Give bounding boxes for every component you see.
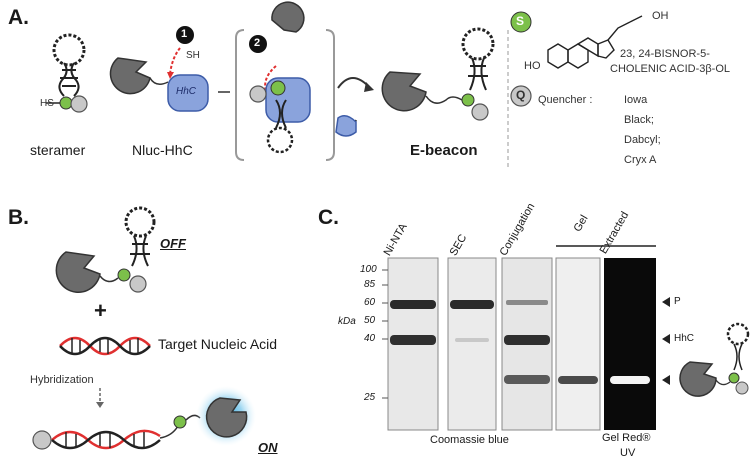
e-beacon-icon	[381, 27, 495, 121]
panel-a-label: A.	[8, 6, 29, 29]
steramer-label: steramer	[30, 142, 86, 158]
off-label: OFF	[160, 236, 186, 251]
legend-s-text: S	[516, 14, 525, 28]
steroid-structure-icon	[547, 15, 643, 69]
ladder-50: 50	[364, 315, 376, 326]
product-icon	[679, 322, 750, 397]
ladder-85: 85	[364, 279, 376, 290]
ladder-ticks	[382, 269, 388, 399]
quencher-item-0: Iowa	[624, 94, 648, 106]
on-state-icon	[32, 386, 256, 450]
quencher-item-2: Dabcyl;	[624, 134, 661, 146]
kda-unit: kDa	[338, 316, 356, 327]
panel-b-label: B.	[8, 206, 29, 229]
marker-p: P	[674, 296, 681, 307]
oh-label: OH	[652, 10, 669, 22]
coomassie-label: Coomassie blue	[430, 434, 509, 446]
off-state-icon	[55, 206, 156, 293]
plus-sign: +	[94, 298, 107, 323]
hybridization-arrow	[96, 388, 104, 408]
ladder-100: 100	[360, 264, 377, 275]
quencher-item-1: Black;	[624, 114, 654, 126]
quencher-label: Quencher :	[538, 94, 593, 106]
reaction-arrow	[335, 77, 374, 137]
band-marker-arrows	[662, 297, 670, 385]
on-label: ON	[258, 440, 278, 455]
ladder-60: 60	[364, 297, 376, 308]
sh-label: SH	[186, 50, 200, 61]
step-2-badge: 2	[254, 37, 261, 49]
e-beacon-label: E-beacon	[410, 142, 478, 159]
ladder-40: 40	[364, 333, 376, 344]
hybridization-label: Hybridization	[30, 374, 94, 386]
hhc-label: HhC	[176, 86, 197, 97]
legend-q-text: Q	[516, 88, 526, 102]
nluc-hhc-label: Nluc-HhC	[132, 142, 193, 158]
gel-bands	[390, 300, 650, 384]
quencher-item-3: Cryx A	[624, 154, 657, 166]
step-1-badge: 1	[181, 28, 188, 40]
ho-label: HO	[524, 60, 541, 72]
target-nucleic-acid-icon	[59, 336, 151, 356]
target-nucleic-acid-label: Target Nucleic Acid	[158, 336, 278, 352]
marker-hhc: HhC	[674, 333, 695, 344]
ladder-25: 25	[364, 392, 376, 403]
panel-c-label: C.	[318, 206, 339, 229]
steramer-icon	[46, 33, 88, 113]
gelred-label-line1: Gel Red®	[602, 432, 651, 444]
gelred-label-line2: UV	[620, 447, 636, 459]
legend-s-badge-icon	[510, 11, 532, 33]
hs-label: HS	[40, 98, 54, 109]
bracket-intermediate	[218, 1, 335, 161]
nluc-hhc-icon	[109, 26, 209, 112]
compound-name-line2: CHOLENIC ACID-3β-OL	[610, 63, 731, 75]
legend-q-badge-icon	[510, 85, 532, 107]
compound-name-line1: 23, 24-BISNOR-5-	[620, 48, 710, 60]
